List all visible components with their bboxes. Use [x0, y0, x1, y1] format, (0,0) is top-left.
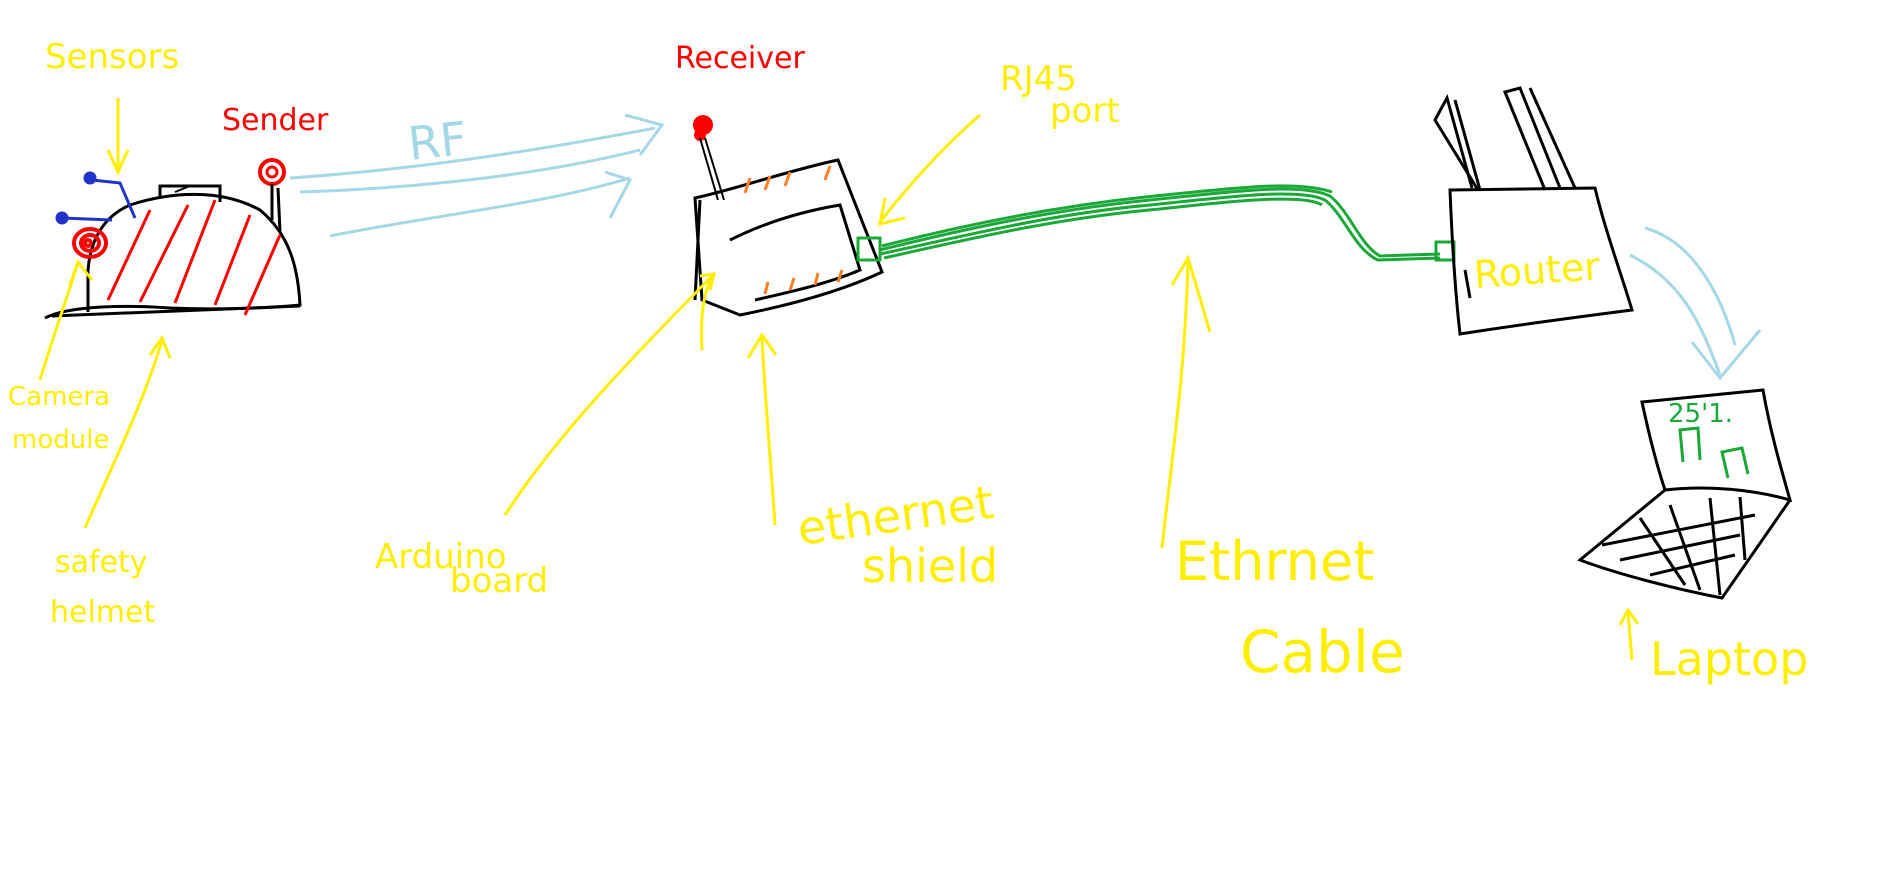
laptop-screen-text: 25'1.: [1668, 399, 1733, 429]
shield-pins: [743, 165, 844, 295]
camera-label-line2: module: [12, 425, 109, 455]
laptop-screen-bars: [1678, 426, 1750, 479]
helmet-hatching: [106, 199, 282, 316]
wifi-signal-arrows: [1629, 226, 1762, 381]
cable-label-line2: Cable: [1240, 618, 1405, 686]
arduino-label-line2: board: [450, 561, 548, 601]
router-label: Router: [1473, 244, 1602, 297]
helmet-label-line2: helmet: [50, 595, 155, 630]
rj45-label-line2: port: [1050, 91, 1120, 131]
pointer-arrows: [38, 98, 1640, 661]
rf-signal-arrows: [289, 113, 665, 238]
sender-antenna-icon: [258, 158, 286, 220]
safety-helmet: [44, 184, 302, 320]
cable-label-line1: Ethrnet: [1175, 530, 1374, 593]
laptop-label: Laptop: [1650, 632, 1808, 686]
rj45-label-line1: RJ45: [1000, 59, 1077, 99]
router-icon: [1433, 86, 1634, 336]
sensors-label: Sensors: [45, 37, 179, 77]
arduino-board: [693, 158, 884, 317]
camera-label-line1: Camera: [8, 382, 110, 412]
ethernet-cable: [856, 184, 1456, 262]
shield-label-line2: shield: [862, 539, 998, 593]
arduino-label-line1: Arduino: [375, 537, 507, 577]
rf-label: RF: [406, 111, 470, 171]
camera-module-icon: [72, 227, 108, 259]
sensor-icon: [55, 171, 137, 225]
helmet-label-line1: safety: [55, 545, 148, 580]
sender-label: Sender: [222, 103, 329, 138]
receiver-label: Receiver: [675, 41, 805, 76]
laptop-icon: [1577, 388, 1793, 600]
receiver-antenna-icon: [693, 115, 725, 201]
